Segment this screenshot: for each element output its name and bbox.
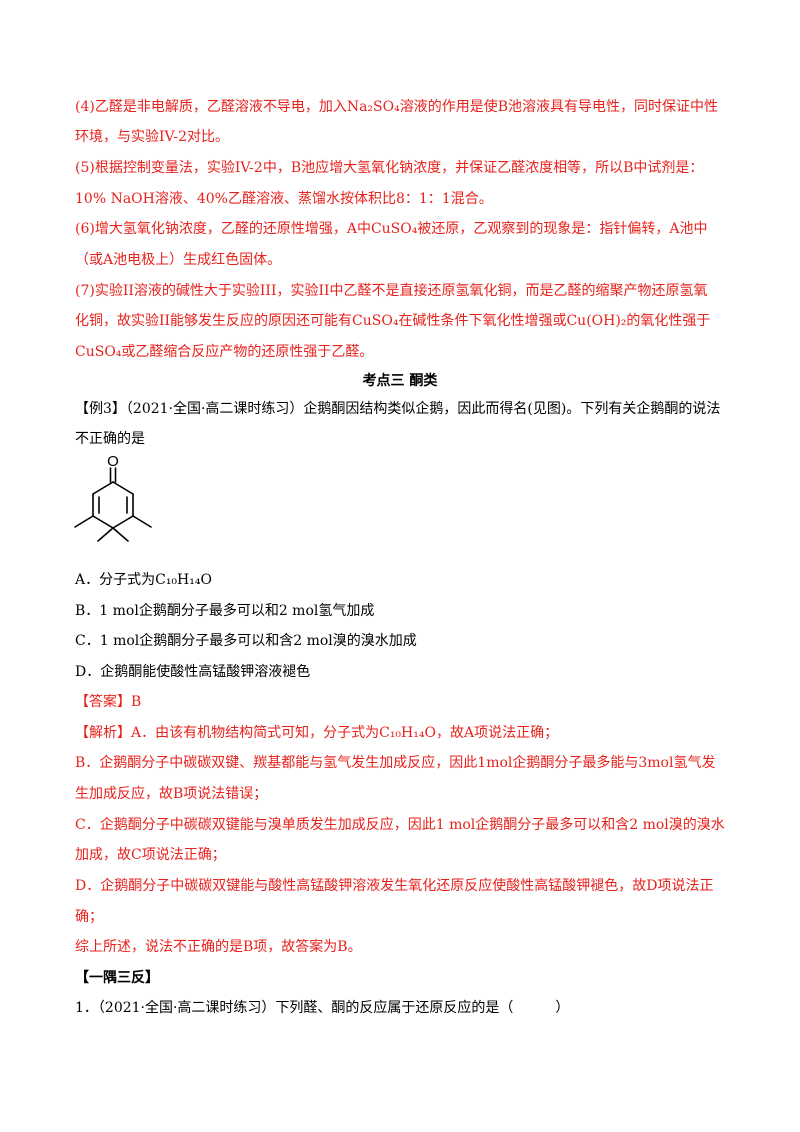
ring-bond (112, 481, 134, 495)
analysis-line4: C．企鹅酮分子中碳碳双键能与溴单质发生加成反应，因此1 mol企鹅酮分子最多可以… (75, 817, 725, 833)
section-title: 考点三 酮类 (362, 373, 438, 389)
answer-line-7-part3: CuSO₄或乙醛缩合反应产物的还原性强于乙醛。 (75, 344, 374, 360)
ring-bond (112, 515, 134, 529)
analysis-line7: 确； (75, 909, 103, 925)
example3-question-line2: 不正确的是 (75, 431, 145, 447)
practice-question-1: 1．（2021·全国·高二课时练习）下列醛、酮的反应属于还原反应的是（ ） (75, 1000, 570, 1016)
ring-bond (92, 481, 114, 495)
answer-line-7-part1: (7)实验II溶液的碱性大于实验III，实验II中乙醛不是直接还原氢氧化铜，而是… (75, 283, 708, 299)
ring-bond (92, 515, 114, 529)
analysis-line2: B．企鹅酮分子中碳碳双键、羰基都能与氢气发生加成反应，因此1mol企鹅酮分子最多… (75, 755, 716, 771)
oxygen-atom-label: O (107, 453, 119, 470)
practice-heading: 【一隅三反】 (75, 970, 159, 986)
penguinone-structure-diagram: O (74, 453, 152, 542)
methyl-bond (97, 527, 114, 542)
answer-line-5-part2: 10% NaOH溶液、40%乙醛溶液、蒸馏水按体积比8：1：1混合。 (75, 191, 493, 207)
methyl-bond (112, 527, 129, 542)
option-a: A．分子式为C₁₀H₁₄O (75, 572, 212, 588)
example3-answer: 【答案】B (75, 694, 142, 710)
answer-line-7-part2: 化铜，故实验II能够发生反应的原因还可能有CuSO₄在碱性条件下氧化性增强或Cu… (75, 313, 711, 329)
option-c: C．1 mol企鹅酮分子最多可以和含2 mol溴的溴水加成 (75, 633, 417, 649)
analysis-line5: 加成，故C项说法正确； (75, 847, 226, 863)
answer-line-4-part2: 环境，与实验IV-2对比。 (75, 129, 229, 145)
methyl-bond (74, 515, 94, 528)
example3-question-line1: 【例3】（2021·全国·高二课时练习）企鹅酮因结构类似企鹅，因此而得名(见图)… (75, 401, 721, 417)
analysis-line3: 生加成反应，故B项说法错误； (75, 786, 268, 802)
analysis-line8: 综上所述，说法不正确的是B项，故答案为B。 (75, 939, 362, 955)
option-b: B．1 mol企鹅酮分子最多可以和2 mol氢气加成 (75, 603, 375, 619)
answer-line-4-part1: (4)乙醛是非电解质，乙醛溶液不导电，加入Na₂SO₄溶液的作用是使B池溶液具有… (75, 99, 719, 115)
analysis-line1: 【解析】A．由该有机物结构简式可知，分子式为C₁₀H₁₄O，故A项说法正确； (75, 725, 559, 741)
methyl-bond (132, 515, 152, 528)
option-d: D．企鹅酮能使酸性高锰酸钾溶液褪色 (75, 664, 311, 680)
analysis-line6: D．企鹅酮分子中碳碳双键能与酸性高锰酸钾溶液发生氧化还原反应使酸性高锰酸钾褪色，… (75, 878, 714, 894)
answer-line-6-part1: (6)增大氢氧化钠浓度，乙醛的还原性增强，A中CuSO₄被还原，乙观察到的现象是… (75, 221, 708, 237)
answer-line-6-part2: （或A池电极上）生成红色固体。 (75, 252, 282, 268)
answer-line-5-part1: (5)根据控制变量法，实验IV-2中，B池应增大氢氧化钠浓度，并保证乙醛浓度相等… (75, 160, 704, 176)
